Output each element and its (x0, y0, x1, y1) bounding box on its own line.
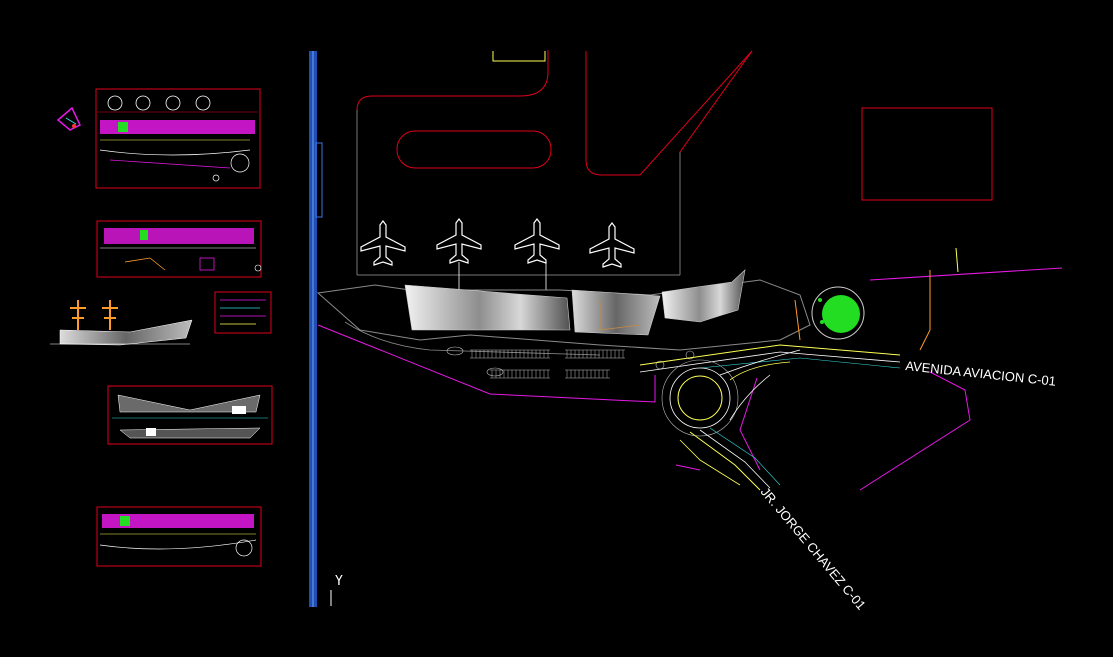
building-footprint[interactable] (861, 107, 993, 201)
road-jorge-chavez[interactable] (675, 374, 781, 491)
water-tank[interactable] (811, 286, 865, 340)
ucs-axis-y-label: Y (335, 574, 343, 589)
sheet-thumbnails (50, 88, 273, 567)
sheet-thumbnail-3[interactable] (107, 385, 273, 445)
airplane-icon (514, 218, 560, 264)
roundabout[interactable] (661, 349, 801, 437)
sheet-thumbnail-4[interactable] (96, 506, 262, 567)
elevation-thumbnail[interactable] (50, 300, 193, 346)
terminal-roof[interactable] (661, 269, 746, 323)
site-plan[interactable]: AVENIDA AVIACION C-01 JR. JORGE CHAVEZ C… (316, 50, 1063, 613)
road-avenida-aviacion[interactable] (639, 344, 901, 373)
parking-lot[interactable] (470, 349, 625, 379)
sheet-thumbnail-1[interactable] (95, 88, 261, 189)
legend-thumbnail[interactable] (214, 291, 272, 334)
small-detail-drawing[interactable] (56, 106, 81, 131)
airplane-icon (436, 218, 482, 264)
airplane-icon (589, 222, 635, 268)
terminal-roof[interactable] (404, 284, 571, 331)
road-label-avenida: AVENIDA AVIACION C-01 (905, 358, 1057, 389)
sheet-thumbnail-2[interactable] (96, 220, 262, 278)
road-label-jorge: JR. JORGE CHAVEZ C-01 (758, 484, 869, 612)
ucs-axis-icon: Y (330, 574, 343, 606)
viewport-divider (309, 51, 323, 607)
terminal-roof[interactable] (571, 289, 661, 336)
airplane-icon (360, 220, 406, 266)
